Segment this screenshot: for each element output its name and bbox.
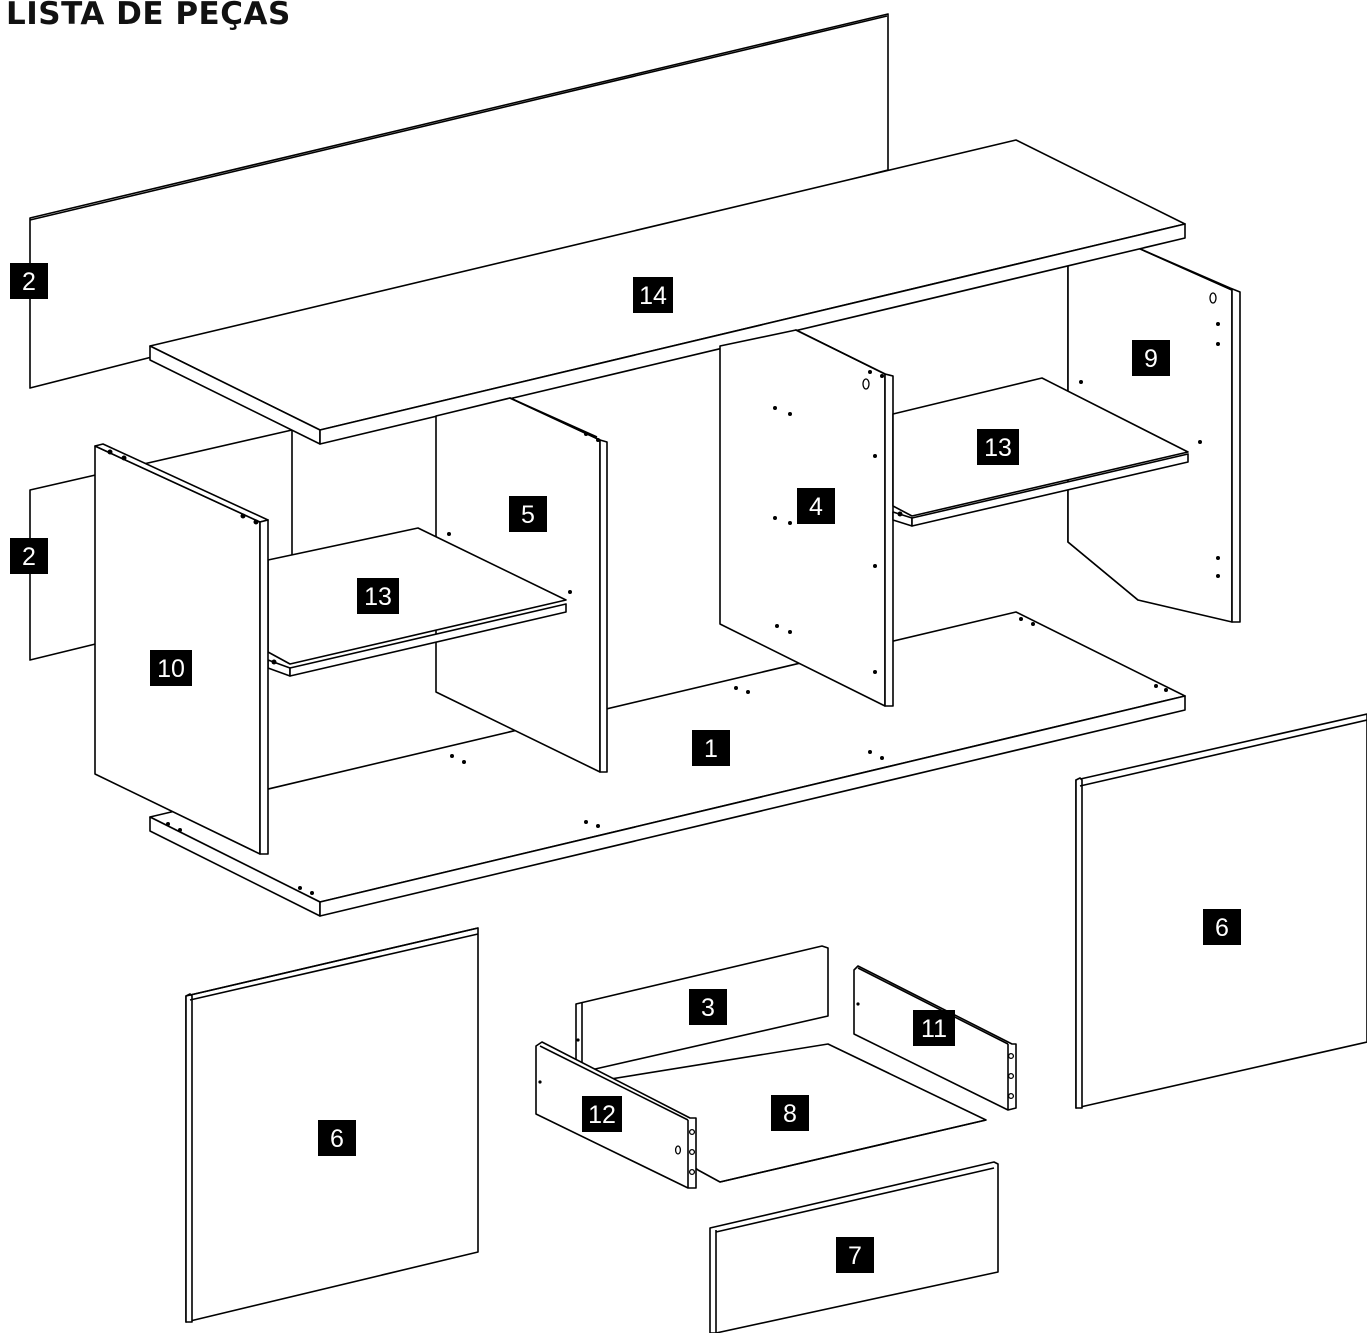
- part-label-11: 11: [913, 1010, 955, 1046]
- svg-text:14: 14: [639, 282, 667, 310]
- svg-text:13: 13: [984, 434, 1012, 462]
- part-label-12: 12: [582, 1096, 622, 1132]
- part-label-13-right: 13: [977, 429, 1019, 465]
- page-title: LISTA DE PEÇAS: [6, 0, 291, 32]
- svg-text:6: 6: [330, 1125, 344, 1153]
- svg-text:10: 10: [157, 655, 185, 683]
- svg-text:8: 8: [783, 1100, 797, 1128]
- part-label-5: 5: [509, 496, 547, 532]
- shelf-13-right: [892, 377, 1189, 527]
- part-label-4: 4: [797, 488, 835, 524]
- part-label-3: 3: [689, 989, 727, 1025]
- svg-text:11: 11: [921, 1015, 947, 1043]
- svg-text:12: 12: [588, 1101, 616, 1129]
- svg-text:5: 5: [521, 501, 535, 529]
- part-label-2-lower: 2: [10, 538, 48, 574]
- part-label-13-left: 13: [357, 578, 399, 614]
- part-label-8: 8: [771, 1095, 809, 1131]
- part-label-2-upper: 2: [10, 263, 48, 299]
- svg-text:7: 7: [848, 1242, 862, 1270]
- svg-text:6: 6: [1215, 914, 1229, 942]
- part-label-10: 10: [150, 650, 192, 686]
- part-label-6-right: 6: [1203, 909, 1241, 945]
- part-label-6-left: 6: [318, 1120, 356, 1156]
- svg-text:4: 4: [809, 493, 823, 521]
- part-label-7: 7: [836, 1237, 874, 1273]
- svg-text:13: 13: [364, 583, 392, 611]
- part-label-1: 1: [692, 730, 730, 766]
- svg-text:9: 9: [1144, 345, 1158, 373]
- part-label-14: 14: [633, 277, 673, 313]
- shelf-13-left: [267, 527, 567, 677]
- svg-text:3: 3: [701, 994, 715, 1022]
- part-label-9: 9: [1132, 340, 1170, 376]
- base-panel-1: [149, 611, 1186, 917]
- svg-text:2: 2: [22, 543, 36, 571]
- svg-text:1: 1: [704, 735, 718, 763]
- svg-text:2: 2: [22, 268, 36, 296]
